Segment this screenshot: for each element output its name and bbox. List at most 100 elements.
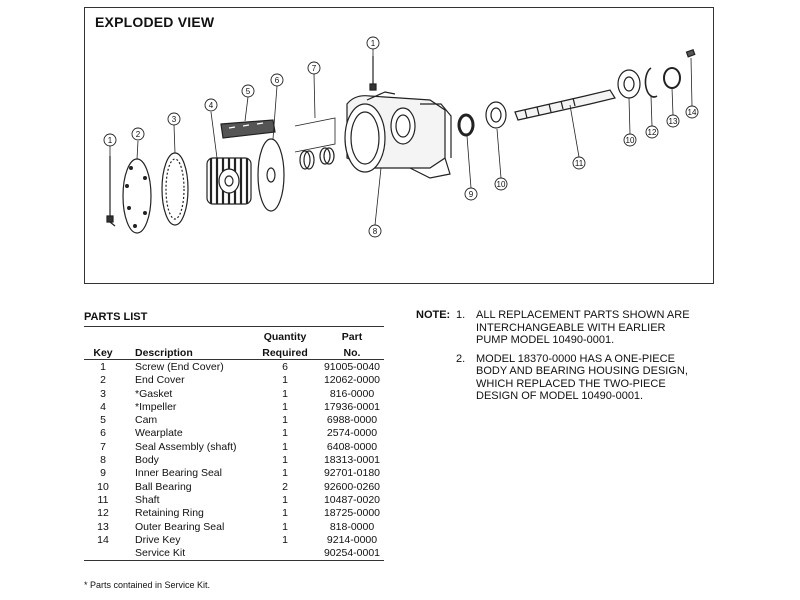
service-kit-footnote: * Parts contained in Service Kit.	[84, 580, 211, 590]
callout-10-outer: 10	[623, 133, 637, 147]
part-ball-bearing-outer	[617, 69, 641, 99]
cell-description: Inner Bearing Seal	[135, 467, 222, 480]
cell-description: Retaining Ring	[135, 507, 204, 520]
cell-description: Outer Bearing Seal	[135, 520, 225, 533]
svg-text:9: 9	[469, 190, 474, 199]
part-body	[344, 91, 452, 179]
svg-text:5: 5	[246, 87, 251, 96]
part-impeller	[206, 157, 252, 205]
svg-text:12: 12	[648, 128, 657, 137]
cell-description: Cam	[135, 414, 158, 427]
header-part-top: Part	[341, 331, 363, 343]
callout-7: 7	[307, 61, 321, 75]
callout-4: 4	[204, 98, 218, 112]
cell-quantity: 1	[282, 454, 288, 467]
note-label: NOTE:	[416, 309, 451, 321]
svg-text:11: 11	[575, 159, 584, 168]
part-drive-key	[685, 48, 696, 58]
note-text: ALL REPLACEMENT PARTS SHOWN ARE INTERCHA…	[476, 309, 690, 346]
cell-description: *Impeller	[135, 400, 177, 413]
part-shaft	[514, 89, 616, 121]
parts-table: Quantity Part Key Description Required N…	[84, 327, 384, 562]
part-retaining-ring	[644, 67, 658, 98]
callout-1-upper: 1	[366, 36, 380, 50]
notes-section: NOTE: 1. ALL REPLACEMENT PARTS SHOWN ARE…	[416, 309, 716, 409]
cell-key	[84, 547, 122, 562]
cell-quantity: 1	[282, 533, 288, 546]
parts-list-rule	[84, 326, 384, 327]
cell-key: 4	[100, 400, 106, 413]
table-row: 14 Drive Key 1 9214-0000	[84, 534, 384, 547]
cell-part-no: 91005-0040	[323, 361, 381, 373]
parts-table-header-bottom: Key Description Required No.	[84, 343, 384, 360]
callout-6: 6	[270, 73, 284, 87]
svg-text:13: 13	[669, 117, 678, 126]
cell-quantity: 1	[282, 414, 288, 427]
exploded-view-panel: EXPLODED VIEW	[84, 7, 714, 284]
callout-11: 11	[572, 156, 586, 170]
cell-key: 14	[97, 533, 109, 546]
callout-13: 13	[666, 114, 680, 128]
cell-quantity: 1	[282, 440, 288, 453]
svg-text:3: 3	[172, 115, 177, 124]
callout-1-lower: 1	[103, 133, 117, 147]
cell-quantity: 1	[282, 400, 288, 413]
svg-text:7: 7	[312, 64, 317, 73]
callout-8: 8	[368, 224, 382, 238]
cell-quantity: 1	[282, 374, 288, 387]
cell-part-no: 92600-0260	[323, 480, 381, 493]
cell-part-no: 2574-0000	[326, 427, 378, 440]
cell-part-no: 816-0000	[329, 387, 375, 400]
cell-quantity: 1	[282, 427, 288, 440]
header-quantity-bottom: Required	[250, 343, 320, 360]
header-quantity-top: Quantity	[263, 331, 307, 343]
cell-description: Drive Key	[135, 533, 181, 546]
cell-key: 1	[100, 361, 106, 373]
part-ball-bearing-inner	[485, 101, 507, 129]
svg-text:10: 10	[497, 180, 506, 189]
cell-key: 7	[100, 440, 106, 453]
cell-part-no: 10487-0020	[323, 493, 381, 506]
svg-text:6: 6	[275, 76, 280, 85]
part-screw-end-cover	[106, 156, 116, 227]
header-key: Key	[84, 343, 122, 360]
cell-quantity: 1	[282, 493, 288, 506]
cell-description: Screw (End Cover)	[135, 361, 224, 373]
callout-14: 14	[685, 105, 699, 119]
cell-part-no: 92701-0180	[323, 467, 381, 480]
cell-key: 8	[100, 454, 106, 467]
cell-part-no: 18725-0000	[323, 507, 381, 520]
header-part-bottom: No.	[320, 343, 384, 360]
part-inner-bearing-seal	[457, 113, 475, 137]
cell-part-no: 9214-0000	[326, 533, 378, 546]
cell-key: 2	[100, 374, 106, 387]
cell-description: Body	[135, 454, 159, 467]
cell-key: 10	[97, 480, 109, 493]
header-description: Description	[122, 343, 250, 360]
svg-text:14: 14	[688, 108, 697, 117]
cell-key: 11	[97, 493, 109, 506]
svg-text:10: 10	[626, 136, 635, 145]
exploded-view-diagram: 1 2 3 4 5 6 7 1 9 10 11 10 12 13 14 8	[103, 36, 699, 238]
callout-10-inner: 10	[494, 177, 508, 191]
callout-3: 3	[167, 112, 181, 126]
part-wearplate	[257, 138, 285, 212]
cell-description: *Gasket	[135, 387, 173, 400]
cell-description: Service Kit	[122, 547, 250, 562]
parts-list-title: PARTS LIST	[84, 311, 148, 323]
cell-part-no: 6408-0000	[326, 440, 378, 453]
callout-9: 9	[464, 187, 478, 201]
svg-text:8: 8	[373, 227, 378, 236]
callout-12: 12	[645, 125, 659, 139]
